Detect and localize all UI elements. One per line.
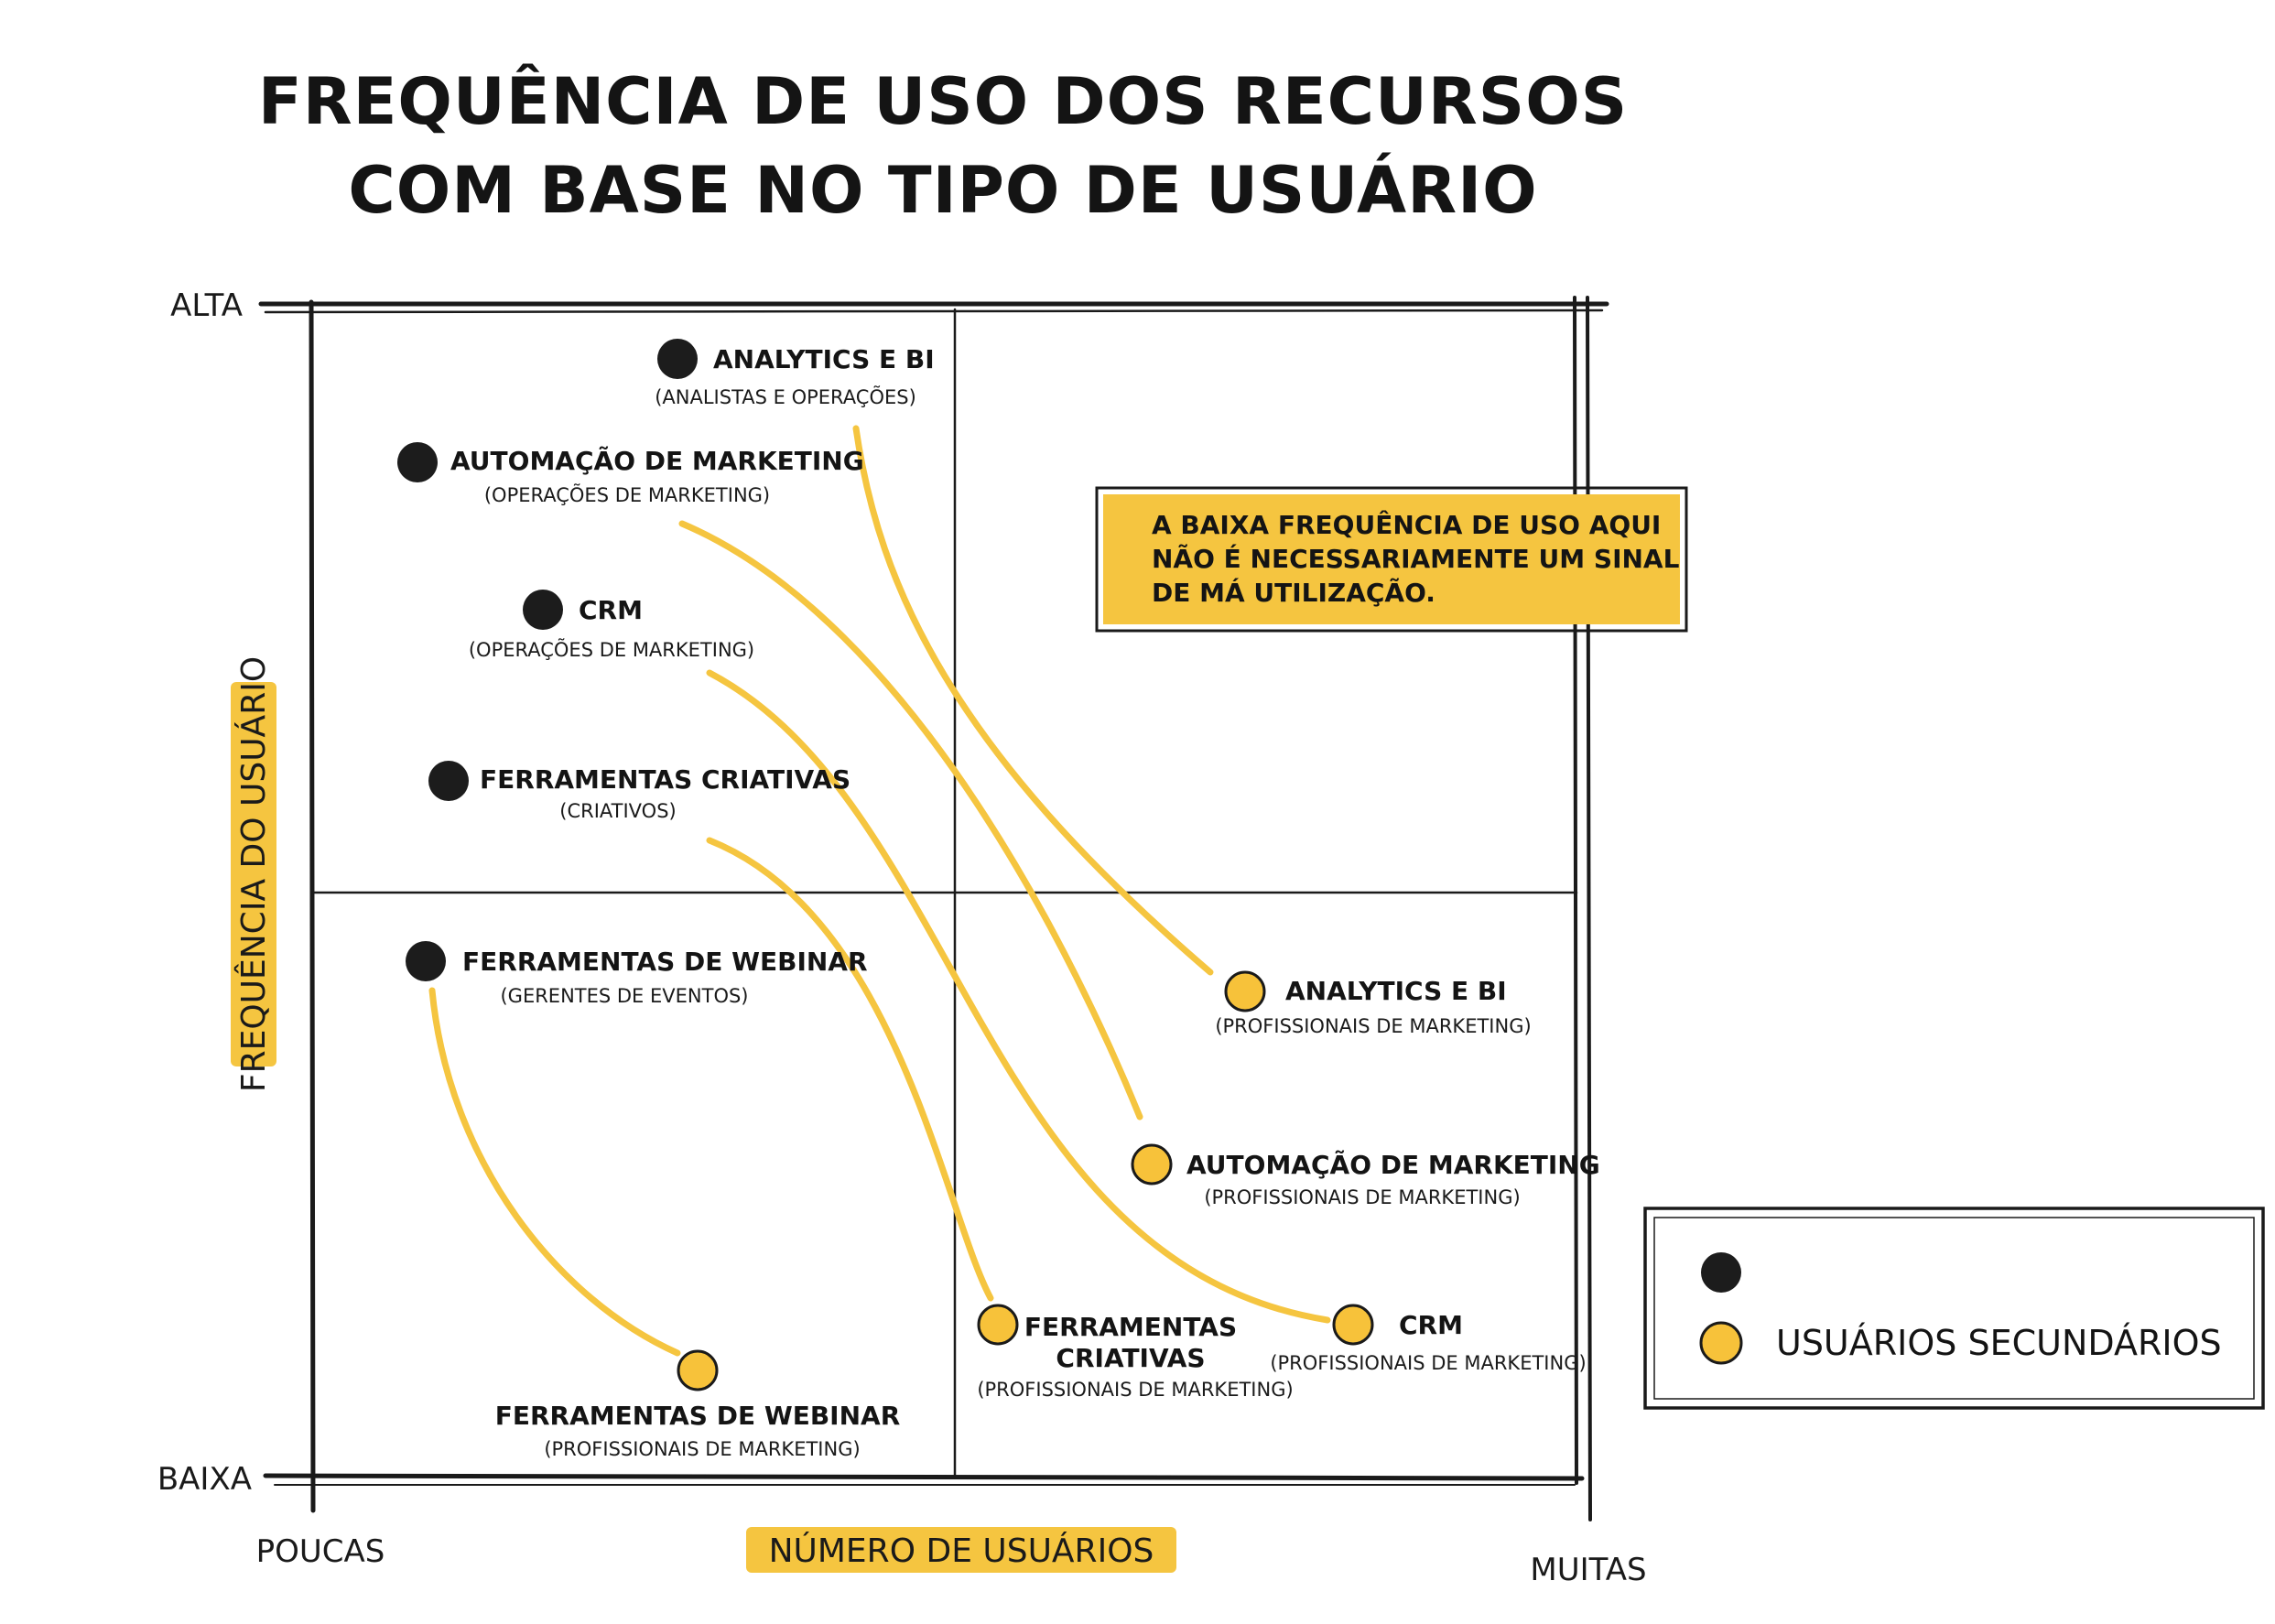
x-axis-title-text: NÚMERO DE USUÁRIOS [769, 1532, 1154, 1570]
y-axis-high-label: ALTA [170, 287, 243, 324]
connectors [428, 425, 1331, 1357]
note-box: A BAIXA FREQUÊNCIA DE USO AQUI NÃO É NEC… [1095, 486, 1688, 633]
y-axis-low-label: BAIXA [157, 1461, 252, 1498]
legend-primary-dot [1701, 1252, 1741, 1293]
primary-dot [523, 590, 563, 630]
primary-dot [397, 442, 438, 482]
point-label: ANALYTICS E BI [713, 344, 935, 374]
point-sublabel: (ANALISTAS E OPERAÇÕES) [655, 384, 916, 408]
point-label-line-1: FERRAMENTAS [1024, 1312, 1237, 1342]
x-axis-low-label: POUCAS [256, 1533, 385, 1570]
primary-dot [406, 941, 446, 981]
primary-point-automation: AUTOMAÇÃO DE MARKETING (OPERAÇÕES DE MAR… [397, 442, 864, 506]
legend-secondary-label: USUÁRIOS SECUNDÁRIOS [1776, 1323, 2222, 1363]
primary-point-crm: CRM (OPERAÇÕES DE MARKETING) [469, 590, 754, 661]
point-label: ANALYTICS E BI [1285, 976, 1507, 1006]
note-line-3: DE MÁ UTILIZAÇÃO. [1152, 577, 1435, 608]
point-label: AUTOMAÇÃO DE MARKETING [450, 445, 864, 476]
secondary-point-creative: FERRAMENTAS CRIATIVAS (PROFISSIONAIS DE … [977, 1304, 1294, 1401]
x-axis-title: NÚMERO DE USUÁRIOS [746, 1527, 1176, 1573]
note-line-1: A BAIXA FREQUÊNCIA DE USO AQUI [1152, 509, 1661, 540]
x-axis-high-label: MUITAS [1530, 1552, 1646, 1588]
point-label-line-2: CRIATIVAS [1056, 1343, 1205, 1373]
title-line-1: FREQUÊNCIA DE USO DOS RECURSOS [258, 64, 1628, 139]
secondary-dot [677, 1349, 719, 1391]
secondary-dot [977, 1304, 1019, 1346]
title-line-2: COM BASE NO TIPO DE USUÁRIO [348, 153, 1537, 228]
point-sublabel: (OPERAÇÕES DE MARKETING) [484, 482, 770, 506]
secondary-point-automation: AUTOMAÇÃO DE MARKETING (PROFISSIONAIS DE… [1131, 1143, 1600, 1208]
secondary-point-crm: CRM (PROFISSIONAIS DE MARKETING) [1270, 1304, 1587, 1374]
primary-point-creative: FERRAMENTAS CRIATIVAS (CRIATIVOS) [428, 761, 850, 822]
primary-dot [428, 761, 469, 801]
point-label: CRM [1399, 1310, 1463, 1340]
y-axis-title: FREQUÊNCIA DO USUÁRIO [231, 656, 276, 1092]
point-sublabel: (PROFISSIONAIS DE MARKETING) [1204, 1186, 1520, 1208]
y-axis-title-text: FREQUÊNCIA DO USUÁRIO [234, 656, 273, 1092]
point-sublabel: (PROFISSIONAIS DE MARKETING) [544, 1438, 860, 1460]
point-label: FERRAMENTAS DE WEBINAR [495, 1401, 901, 1431]
legend: USUÁRIOS SECUNDÁRIOS [1643, 1207, 2265, 1410]
secondary-point-webinar: FERRAMENTAS DE WEBINAR (PROFISSIONAIS DE… [495, 1349, 901, 1460]
primary-point-analytics: ANALYTICS E BI (ANALISTAS E OPERAÇÕES) [655, 339, 935, 408]
point-label: FERRAMENTAS DE WEBINAR [462, 947, 868, 977]
point-sublabel: (PROFISSIONAIS DE MARKETING) [977, 1379, 1293, 1401]
secondary-dot [1131, 1143, 1173, 1186]
primary-dot [657, 339, 698, 379]
secondary-dot [1332, 1304, 1374, 1346]
point-sublabel: (OPERAÇÕES DE MARKETING) [469, 637, 754, 661]
connector-creative [706, 837, 994, 1302]
secondary-dot [1224, 970, 1266, 1012]
point-label: CRM [579, 595, 643, 625]
legend-secondary-dot [1699, 1321, 1743, 1365]
connector-webinar [428, 987, 681, 1357]
point-sublabel: (GERENTES DE EVENTOS) [500, 985, 748, 1007]
point-label: AUTOMAÇÃO DE MARKETING [1186, 1149, 1600, 1180]
point-sublabel: (PROFISSIONAIS DE MARKETING) [1270, 1352, 1586, 1374]
point-label: FERRAMENTAS CRIATIVAS [480, 764, 850, 795]
connector-crm [706, 669, 1331, 1324]
note-line-2: NÃO É NECESSARIAMENTE UM SINAL [1152, 543, 1680, 574]
connector-automation [678, 520, 1143, 1121]
secondary-point-analytics: ANALYTICS E BI (PROFISSIONAIS DE MARKETI… [1215, 970, 1532, 1037]
point-sublabel: (CRIATIVOS) [559, 800, 676, 822]
point-sublabel: (PROFISSIONAIS DE MARKETING) [1215, 1015, 1531, 1037]
primary-point-webinar: FERRAMENTAS DE WEBINAR (GERENTES DE EVEN… [406, 941, 868, 1007]
connector-analytics [852, 425, 1214, 976]
